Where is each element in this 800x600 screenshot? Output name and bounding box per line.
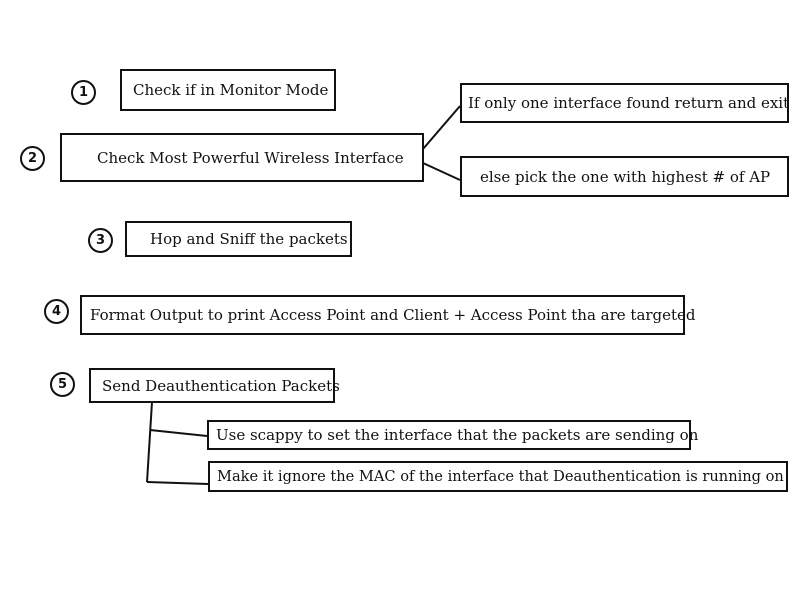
step-2-box: Check Most Powerful Wireless Interface <box>60 133 424 182</box>
step-1-box: Check if in Monitor Mode <box>120 69 336 111</box>
connector-step5-branch2 <box>146 481 209 485</box>
step-2-branch-1-label: If only one interface found return and e… <box>468 94 790 112</box>
step-5-branch-1-label: Use scappy to set the interface that the… <box>216 426 699 444</box>
step-number-2: 2 <box>20 146 45 171</box>
step-3-box: Hop and Sniff the packets <box>125 221 352 257</box>
step-5-branch-1-box: Use scappy to set the interface that the… <box>207 420 698 450</box>
step-5-branch-2-box: Make it ignore the MAC of the interface … <box>208 461 788 492</box>
step-5-box: Send Deauthentication Packets <box>89 368 340 403</box>
step-4-box: Format Output to print Access Point and … <box>80 295 696 335</box>
step-number-5: 5 <box>50 372 75 397</box>
step-2-branch-1-box: If only one interface found return and e… <box>460 83 789 123</box>
step-number-3: 3 <box>88 228 113 253</box>
step-2-branch-2-label: else pick the one with highest # of AP <box>480 167 771 186</box>
connector-step5-branch1 <box>149 429 208 437</box>
step-5-label: Send Deauthentication Packets <box>102 376 340 395</box>
step-2-branch-2-box: else pick the one with highest # of AP <box>460 156 789 197</box>
step-number-4: 4 <box>44 299 69 324</box>
step-1-label: Check if in Monitor Mode <box>133 81 329 99</box>
step-3-label: Hop and Sniff the packets <box>150 230 348 248</box>
step-4-label: Format Output to print Access Point and … <box>90 306 696 324</box>
step-number-1: 1 <box>71 80 96 105</box>
connector-step2-branch1 <box>422 105 461 150</box>
connector-step2-branch2 <box>422 162 461 181</box>
step-5-branch-2-label: Make it ignore the MAC of the interface … <box>217 468 784 485</box>
connector-step5-trunk <box>146 401 153 483</box>
step-2-label: Check Most Powerful Wireless Interface <box>97 148 404 167</box>
